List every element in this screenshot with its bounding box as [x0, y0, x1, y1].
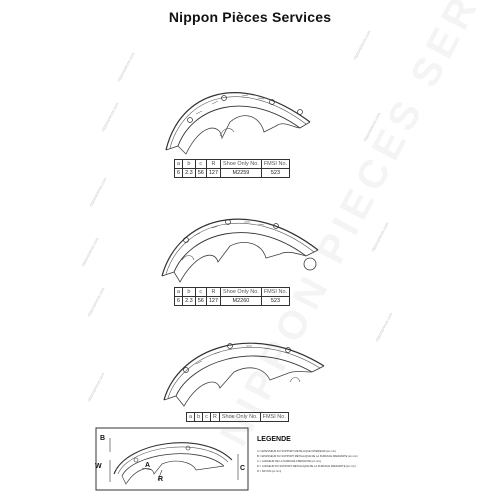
table-cell: M2260: [220, 296, 262, 306]
table-row: 6 2.3 56 127 M2260 523: [173, 296, 291, 306]
header-cell: R: [205, 159, 222, 169]
dimension-label-a: A: [145, 462, 151, 469]
dimension-diagram: [95, 427, 249, 491]
spec-table-1: a b c R Shoe Only No. FMSI No. 6 2.3 56 …: [173, 159, 291, 178]
dimension-label-c: C: [240, 465, 246, 472]
brake-shoe-drawing-2: [161, 218, 319, 283]
side-watermark: nipponpieces.com: [362, 111, 382, 143]
table-header-row: a b c R Shoe Only No. FMSI No.: [185, 412, 289, 422]
table-cell: 523: [260, 168, 291, 178]
side-watermark: nipponpieces.com: [116, 51, 136, 83]
table-cell: 127: [205, 168, 222, 178]
brake-shoe-drawing-1: [165, 92, 311, 155]
side-watermark: nipponpieces.com: [88, 176, 108, 208]
header-cell: c: [194, 287, 207, 297]
header-cell: c: [194, 159, 207, 169]
header-cell: R: [209, 412, 220, 422]
spec-table-3: a b c R Shoe Only No. FMSI No.: [185, 412, 289, 422]
table-cell: 2.3: [182, 296, 196, 306]
side-watermark: nipponpieces.com: [80, 236, 100, 268]
brake-shoe-drawing-3: [163, 342, 325, 407]
table-cell: 523: [260, 296, 291, 306]
legend-line: R = RAYON (en mm): [257, 470, 282, 473]
table-row: 6 2.3 56 127 M2259 523: [173, 168, 291, 178]
side-watermark: nipponpieces.com: [352, 29, 372, 61]
side-watermark: nipponpieces.com: [100, 101, 120, 133]
legend-line: A = EPAISSEUR DU SUPPORT METALLIQUE INTE…: [257, 450, 336, 453]
header-cell: R: [205, 287, 222, 297]
table-cell: 6: [173, 168, 184, 178]
dimension-label-w: W: [95, 463, 102, 470]
legend-title: LEGENDE: [257, 436, 291, 443]
table-header-row: a b c R Shoe Only No. FMSI No.: [173, 287, 291, 297]
table-cell: M2259: [220, 168, 262, 178]
header-cell: Shoe Only No.: [220, 159, 262, 169]
page-title: Nippon Pièces Services: [168, 9, 332, 25]
table-cell: 127: [205, 296, 222, 306]
header-cell: Shoe Only No.: [218, 412, 261, 422]
header-cell: b: [182, 159, 196, 169]
legend-line: B = EPAISSEUR DU SUPPORT METALLIQUE DE L…: [257, 455, 358, 458]
dimension-label-r: R: [158, 476, 164, 483]
side-watermark: nipponpieces.com: [86, 371, 106, 403]
side-watermark: nipponpieces.com: [374, 311, 394, 343]
table-header-row: a b c R Shoe Only No. FMSI No.: [173, 159, 291, 169]
header-cell: FMSI No.: [260, 159, 291, 169]
header-cell: b: [194, 412, 204, 422]
table-cell: 6: [173, 296, 184, 306]
header-cell: a: [173, 159, 184, 169]
header-cell: a: [173, 287, 184, 297]
header-cell: c: [202, 412, 211, 422]
table-cell: 2.3: [182, 168, 196, 178]
side-watermark: nipponpieces.com: [86, 286, 106, 318]
header-cell: Shoe Only No.: [220, 287, 262, 297]
legend-line: D = LARGEUR DU SUPPORT METALLIQUE DE LA …: [257, 465, 356, 468]
header-cell: a: [185, 412, 196, 422]
header-cell: b: [182, 287, 196, 297]
side-watermark: nipponpieces.com: [370, 221, 390, 253]
table-cell: 56: [194, 168, 207, 178]
spec-table-2: a b c R Shoe Only No. FMSI No. 6 2.3 56 …: [173, 287, 291, 306]
header-cell: FMSI No.: [260, 287, 291, 297]
dimension-label-b: B: [100, 435, 106, 442]
table-cell: 56: [194, 296, 207, 306]
legend-line: C = LARGEUR DE LA SURFACE FREINANTE (en …: [257, 460, 322, 463]
header-cell: FMSI No.: [259, 412, 289, 422]
